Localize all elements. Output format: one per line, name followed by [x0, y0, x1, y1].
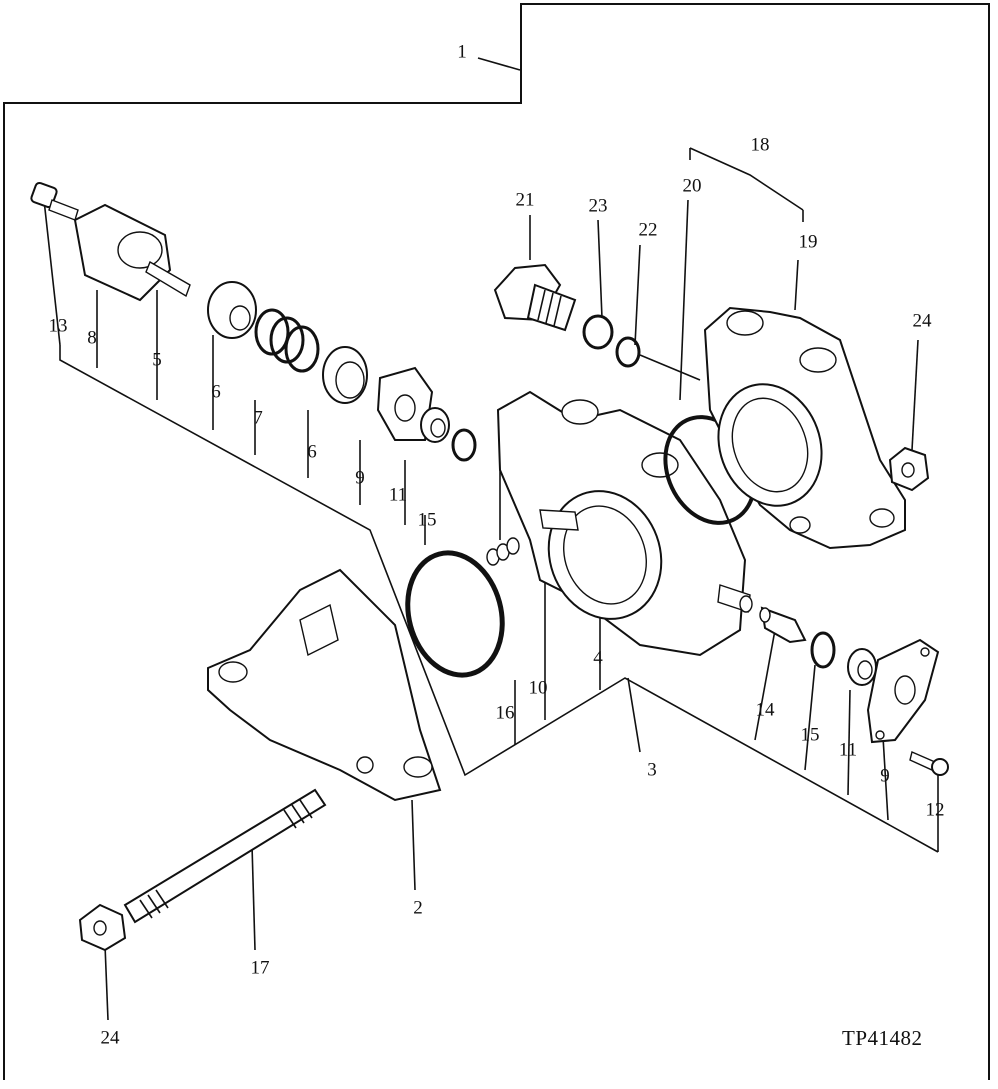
- o-ring-15-right: [810, 631, 836, 669]
- callout-16: 16: [495, 702, 515, 724]
- callout-15-right: 15: [800, 724, 820, 746]
- callout-23: 23: [588, 195, 608, 217]
- o-ring-23: [582, 314, 614, 350]
- callout-19: 19: [798, 231, 818, 253]
- callout-8: 8: [87, 327, 97, 349]
- figure-code: TP41482: [842, 1026, 923, 1050]
- nut-24-left: [78, 903, 127, 952]
- gasket-9-left: [376, 366, 434, 441]
- callout-2: 2: [413, 897, 423, 919]
- callout-24-left: 24: [100, 1027, 120, 1049]
- callout-4: 4: [593, 647, 603, 669]
- callout-12: 12: [925, 799, 945, 821]
- callout-5: 5: [152, 349, 162, 371]
- leader-lines: [43, 57, 939, 1021]
- plug-11-right: [847, 648, 877, 686]
- housing-19: [703, 306, 906, 550]
- callout-24-right: 24: [912, 310, 932, 332]
- o-ring-22: [615, 336, 641, 368]
- bracket-2: [207, 568, 442, 802]
- valve-body-4: [496, 390, 753, 657]
- callout-11-right: 11: [838, 739, 858, 761]
- callout-9-right: 9: [880, 765, 890, 787]
- assembly-boundary: [3, 3, 990, 1080]
- callout-7: 7: [253, 407, 263, 429]
- callout-17: 17: [250, 957, 270, 979]
- callout-11-left: 11: [388, 484, 408, 506]
- plug-11-left: [420, 407, 450, 443]
- callout-22: 22: [638, 219, 658, 241]
- callout-3: 3: [647, 759, 657, 781]
- callout-9-left: 9: [355, 467, 365, 489]
- callout-10: 10: [528, 677, 548, 699]
- callout-15-left: 15: [417, 509, 437, 531]
- callout-14: 14: [755, 699, 775, 721]
- fitting-14: [759, 606, 807, 644]
- callout-6-top: 6: [211, 381, 221, 403]
- o-ring-16: [405, 550, 505, 678]
- cap-screw-12: [909, 751, 949, 776]
- callout-1: 1: [457, 41, 467, 63]
- cap-screw-13: [30, 181, 79, 221]
- callout-18: 18: [750, 134, 770, 156]
- nut-24-right: [888, 446, 930, 492]
- callout-20: 20: [682, 175, 702, 197]
- gasket-9-right: [866, 638, 940, 744]
- tie-rod-17: [123, 788, 327, 924]
- plug-21: [493, 263, 577, 332]
- solenoid-8: [73, 203, 191, 302]
- spool-parts: [207, 281, 368, 404]
- callout-13: 13: [48, 315, 68, 337]
- spring-10: [486, 537, 520, 566]
- callout-6-lower: 6: [307, 441, 317, 463]
- o-ring-15-left: [451, 428, 477, 462]
- callout-21: 21: [515, 189, 535, 211]
